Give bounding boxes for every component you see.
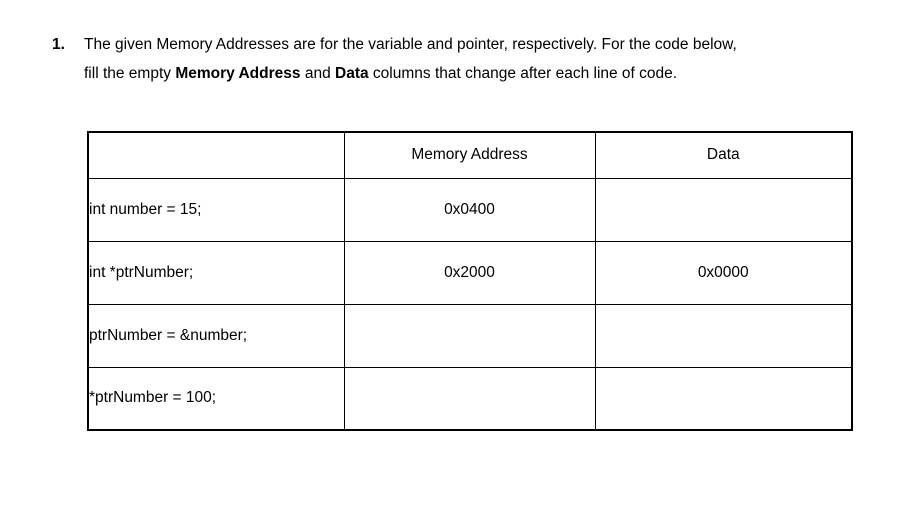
address-cell-row-1: 0x0400 <box>343 177 596 242</box>
code-cell-int-number: int number = 15; <box>87 177 345 242</box>
table-row: *ptrNumber = 100; <box>87 366 853 431</box>
header-cell-data: Data <box>594 131 853 179</box>
address-cell-row-3 <box>343 303 596 368</box>
header-cell-memory-address: Memory Address <box>343 131 596 179</box>
table-row: int number = 15; 0x0400 <box>87 177 853 242</box>
question-line2-bold-memory-address: Memory Address <box>175 64 301 82</box>
question-line-1: The given Memory Addresses are for the v… <box>84 36 737 53</box>
data-cell-row-3 <box>594 303 853 368</box>
question-item: 1. The given Memory Addresses are for th… <box>52 31 867 88</box>
memory-table: Memory Address Data int number = 15; 0x0… <box>87 131 853 431</box>
address-cell-row-2: 0x2000 <box>343 240 596 305</box>
data-cell-row-4 <box>594 366 853 431</box>
code-cell-deref-assign: *ptrNumber = 100; <box>87 366 345 431</box>
code-cell-int-ptrnumber: int *ptrNumber; <box>87 240 345 305</box>
question-line2-mid: and <box>300 64 335 82</box>
address-cell-row-4 <box>343 366 596 431</box>
data-cell-row-1 <box>594 177 853 242</box>
question-text: The given Memory Addresses are for the v… <box>84 31 867 88</box>
question-line2-post: columns that change after each line of c… <box>368 64 678 82</box>
header-cell-empty <box>87 131 345 179</box>
question-line2-pre: fill the empty <box>84 64 176 82</box>
question-line-2: fill the empty Memory Address and Data c… <box>84 60 867 89</box>
code-cell-ptrnumber-assign: ptrNumber = &number; <box>87 303 345 368</box>
table-row: int *ptrNumber; 0x2000 0x0000 <box>87 240 853 305</box>
question-number: 1. <box>52 36 65 53</box>
question-line2-bold-data: Data <box>335 64 369 82</box>
data-cell-row-2: 0x0000 <box>594 240 853 305</box>
table-row: ptrNumber = &number; <box>87 303 853 368</box>
table-header-row: Memory Address Data <box>87 131 853 179</box>
